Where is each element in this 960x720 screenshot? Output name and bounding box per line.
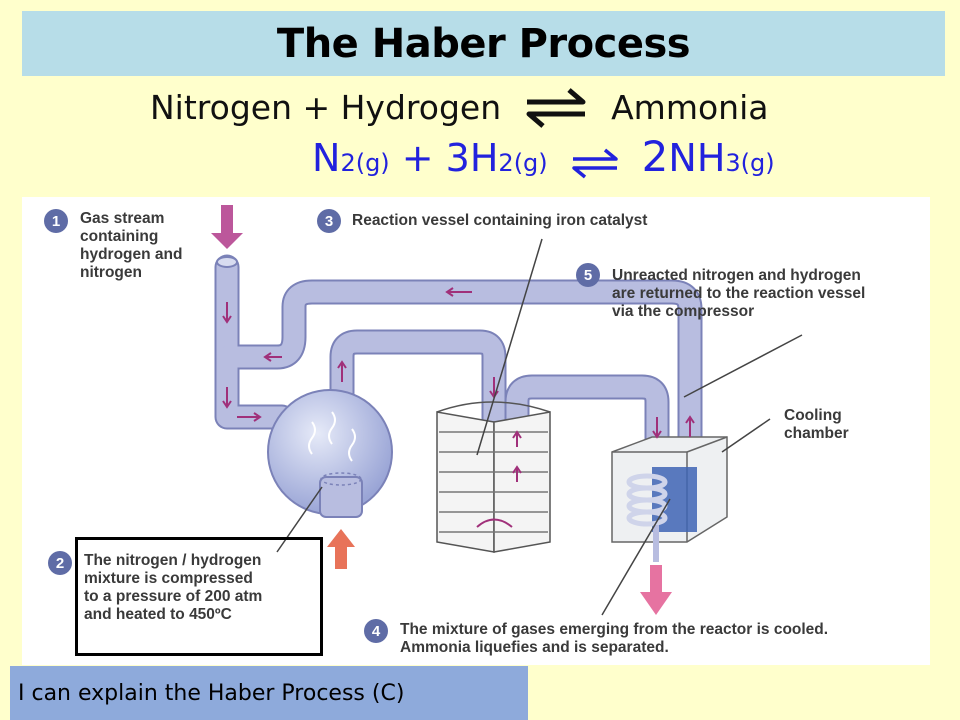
step-number-1: 1 <box>44 209 68 233</box>
step-number-3: 3 <box>317 209 341 233</box>
symbol-n-state: 2(g) <box>340 149 390 177</box>
learning-objective: I can explain the Haber Process (C) <box>10 666 528 720</box>
word-equation-left: Nitrogen + Hydrogen <box>150 87 502 127</box>
step-label-2: The nitrogen / hydrogen mixture is compr… <box>84 552 263 623</box>
symbol-h-state: 2(g) <box>498 149 548 177</box>
page-title: The Haber Process <box>276 20 691 67</box>
symbol-coefficient: 2 <box>641 132 669 181</box>
haber-diagram: 1 Gas stream containing hydrogen and nit… <box>22 197 930 665</box>
step-label-1: Gas stream containing hydrogen and nitro… <box>80 210 183 281</box>
equilibrium-arrow-icon <box>571 148 618 179</box>
symbol-plus-3h: + 3H <box>389 136 499 180</box>
symbol-nh: NH <box>668 136 726 180</box>
equilibrium-arrow-icon <box>526 88 586 128</box>
step-label-3: Reaction vessel containing iron catalyst <box>352 212 648 229</box>
symbol-nh-state: 3(g) <box>725 149 775 177</box>
step-number-4: 4 <box>364 619 388 643</box>
symbol-n: N <box>312 136 341 180</box>
word-equation: Nitrogen + Hydrogen Ammonia <box>150 84 768 130</box>
step-number-2: 2 <box>48 551 72 575</box>
word-equation-right: Ammonia <box>611 87 769 127</box>
cooling-chamber-label: Cooling chamber <box>784 407 849 442</box>
step-number-5: 5 <box>576 263 600 287</box>
highlight-box <box>75 537 323 656</box>
title-bar: The Haber Process <box>22 11 945 76</box>
step-label-5: Unreacted nitrogen and hydrogen are retu… <box>612 267 866 320</box>
step-label-4: The mixture of gases emerging from the r… <box>400 621 829 656</box>
process-illustration <box>211 205 803 616</box>
